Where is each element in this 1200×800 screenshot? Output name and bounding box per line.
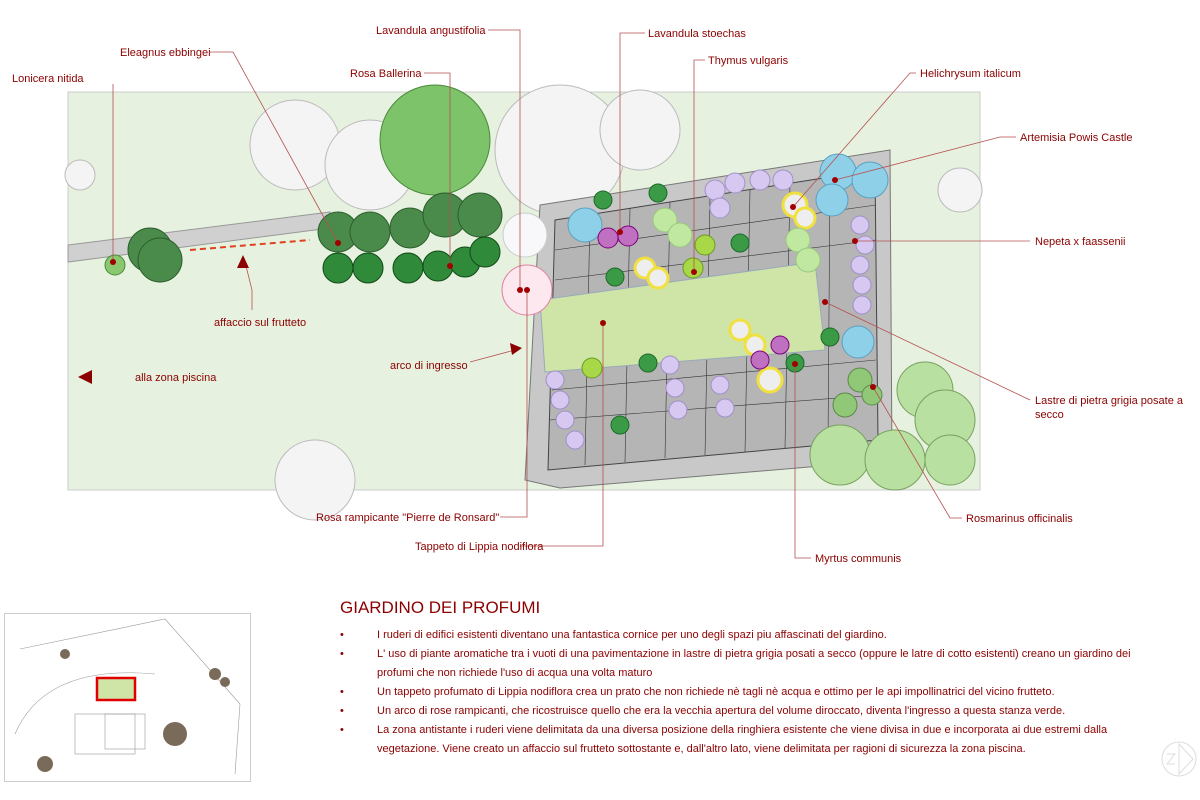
label-rosa-ballerina: Rosa Ballerina xyxy=(350,68,422,80)
label-lastre-line1: Lastre di pietra grigia posate a xyxy=(1035,395,1184,407)
description-panel: GIARDINO DEI PROFUMI I ruderi di edifici… xyxy=(340,598,1140,759)
north-arrow-icon xyxy=(1161,741,1197,777)
lonicera-plant xyxy=(104,254,126,276)
description-title: GIARDINO DEI PROFUMI xyxy=(340,598,541,617)
label-arco-ingresso: arco di ingresso xyxy=(390,360,468,372)
label-myrtus: Myrtus communis xyxy=(815,553,902,565)
label-eleagnus: Eleagnus ebbingei xyxy=(120,47,211,59)
site-location-map xyxy=(4,613,251,782)
label-affaccio-frutteto: affaccio sul frutteto xyxy=(214,317,306,329)
leaders xyxy=(78,29,1031,559)
bullet: Un tappeto profumato di Lippia nodiflora… xyxy=(340,683,1140,702)
label-lonicera: Lonicera nitida xyxy=(12,73,84,85)
hedge-trees xyxy=(809,361,976,491)
label-lavandula-stoechas: Lavandula stoechas xyxy=(648,28,746,40)
bullet: La zona antistante i ruderi viene delimi… xyxy=(340,721,1140,759)
label-rosa-rampicante: Rosa rampicante "Pierre de Ronsard" xyxy=(316,512,499,524)
lav-angustifolia-plants xyxy=(597,225,790,370)
description-bullets: I ruderi di edifici esistenti diventano … xyxy=(340,626,1140,759)
rosa-ballerina-white xyxy=(502,212,548,258)
highlight-box xyxy=(95,676,137,702)
label-nepeta: Nepeta x faassenii xyxy=(1035,236,1126,248)
label-lippia: Tappeto di Lippia nodiflora xyxy=(415,541,544,553)
artemisia-plants xyxy=(567,153,889,359)
label-helichrysum: Helichrysum italicum xyxy=(920,68,1021,80)
lav-stoechas-plants xyxy=(581,234,716,379)
lavender-plants xyxy=(545,169,875,450)
bullet: L' uso di piante aromatiche tra i vuoti … xyxy=(340,645,1140,683)
eleagnus-plants xyxy=(127,192,503,283)
rosa-ballerina-plants xyxy=(322,236,501,284)
tree-canopy xyxy=(379,84,491,196)
label-artemisia: Artemisia Powis Castle xyxy=(1020,132,1132,144)
label-lastre-line2: secco xyxy=(1035,409,1064,421)
rosmarinus-plants xyxy=(832,367,883,418)
myrtus-plants xyxy=(593,183,840,435)
bullet: I ruderi di edifici esistenti diventano … xyxy=(340,626,1140,645)
label-lavandula-angustifolia: Lavandula angustifolia xyxy=(376,25,486,37)
label-rosmarinus: Rosmarinus officinalis xyxy=(966,513,1073,525)
railing xyxy=(189,239,311,251)
label-zona-piscina: alla zona piscina xyxy=(135,372,217,384)
site-map-drawing xyxy=(14,618,241,775)
bullet: Un arco di rose rampicanti, che ricostru… xyxy=(340,702,1140,721)
thymus-plants xyxy=(652,207,821,273)
label-thymus: Thymus vulgaris xyxy=(708,55,789,67)
garden-plan: Lonicera nitida Eleagnus ebbingei Lavand… xyxy=(12,25,1184,565)
